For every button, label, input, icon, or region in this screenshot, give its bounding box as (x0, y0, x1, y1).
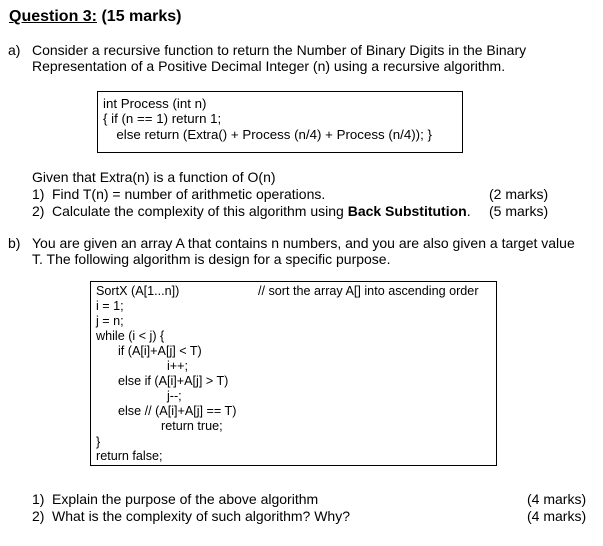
part-a-line1: Consider a recursive function to return … (32, 42, 527, 58)
code-line: if (A[i]+A[j] < T) (118, 344, 202, 358)
code-line: j--; (167, 389, 182, 403)
question-title: Question 3: (15 marks) (9, 8, 182, 26)
part-b-item-1-marks: (4 marks) (527, 491, 587, 507)
code-line: j = n; (96, 314, 124, 328)
question-marks: (15 marks) (97, 8, 182, 25)
code-comment: // sort the array A[] into ascending ord… (258, 284, 479, 298)
item-text-plain: Calculate the complexity of this algorit… (52, 203, 348, 219)
part-a-item-2-marks: (5 marks) (489, 203, 549, 219)
code-signature: SortX (A[1...n]) (96, 284, 180, 298)
code-line: else return (Extra() + Process (n/4) + P… (109, 127, 432, 142)
part-b-item-2-num: 2) (32, 508, 45, 524)
question-label: Question 3: (9, 8, 98, 25)
code-line: i = 1; (96, 299, 124, 313)
item-text-bold: Back Substitution (347, 203, 467, 219)
code-line: else // (A[i]+A[j] == T) (118, 404, 237, 418)
part-a-item-2-num: 2) (32, 203, 45, 219)
part-a-item-2-text: Calculate the complexity of this algorit… (52, 203, 471, 219)
part-a-given: Given that Extra(n) is a function of O(n… (32, 169, 276, 185)
part-b-line1: You are given an array A that contains n… (32, 235, 575, 251)
code-line: return true; (161, 419, 223, 433)
part-b-item-2-text: What is the complexity of such algorithm… (52, 508, 351, 524)
part-a-line2: Representation of a Positive Decimal Int… (32, 58, 506, 74)
part-b-item-1-text: Explain the purpose of the above algorit… (52, 491, 319, 507)
code-line: return false; (96, 449, 163, 463)
part-a-item-1-text: Find T(n) = number of arithmetic operati… (52, 186, 326, 202)
part-a-item-1-num: 1) (32, 186, 45, 202)
item-text-end: . (466, 203, 471, 219)
part-b-item-1-num: 1) (32, 491, 45, 507)
code-line: else if (A[i]+A[j] > T) (118, 374, 229, 388)
part-a-item-1-marks: (2 marks) (489, 186, 549, 202)
code-line: { if (n == 1) return 1; (103, 111, 222, 126)
code-line: int Process (int n) (103, 96, 207, 111)
part-b-letter: b) (8, 235, 21, 251)
part-b-line2: T. The following algorithm is design for… (32, 251, 391, 267)
part-a-code-box: int Process (int n) { if (n == 1) return… (97, 91, 463, 153)
part-a-letter: a) (8, 42, 21, 58)
code-line: i++; (167, 359, 189, 373)
code-line: while (i < j) { (96, 329, 165, 343)
part-b-code-box: SortX (A[1...n]) // sort the array A[] i… (90, 281, 497, 466)
code-line: } (96, 435, 101, 449)
part-b-item-2-marks: (4 marks) (527, 508, 587, 524)
